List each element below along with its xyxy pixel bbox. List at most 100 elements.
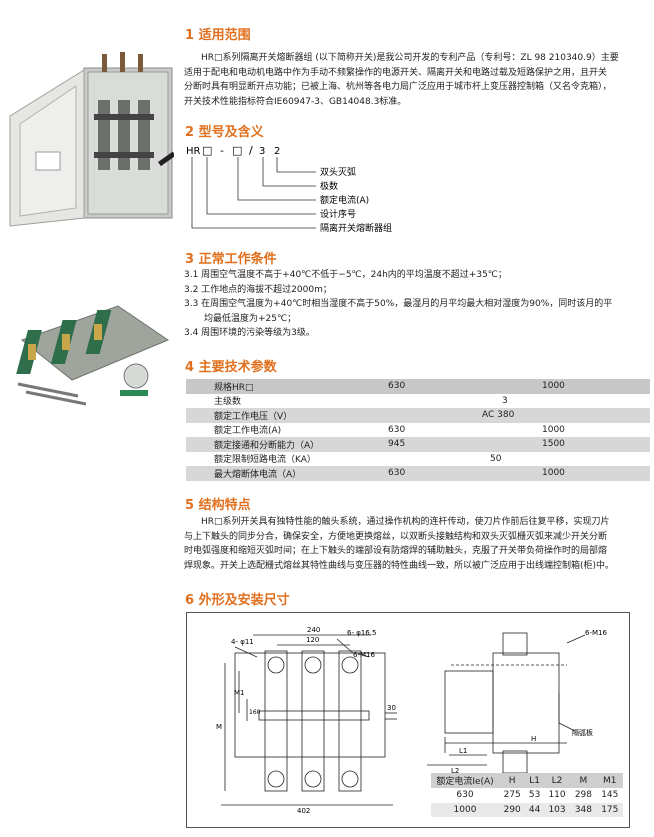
condition-item: 均最低温度为+25℃； (204, 313, 297, 324)
condition-item: 3.3 在周围空气温度为+40℃时相当湿度不高于50%，最湿月的月平均最大相对湿… (184, 299, 613, 309)
text-line: 焊现象。开关上选配栅式熔丝其特性曲线与变压器的特性曲线一致，所以被广泛应用于出线… (184, 560, 615, 571)
dimension-drawing-frame: 240 120 4- φ11 6- φ16.5 6-M16 6-M16 M1 M… (186, 612, 630, 828)
text-line: HR□系列隔离开关熔断器组 (以下简称开关)是我公司开发的专利产品（专利号：ZL… (201, 53, 619, 63)
dim-cell: 348 (570, 802, 597, 817)
dim-label: M (216, 723, 222, 731)
condition-item: 3.4 周围环境的污染等级为3级。 (184, 328, 315, 338)
section-6-title: 6 外形及安装尺寸 (185, 593, 290, 608)
spec-label: 额定限制短路电流（KA） (214, 455, 316, 466)
spec-label: 额定工作电压（V） (186, 408, 384, 423)
dim-header: L2 (543, 773, 571, 788)
text-line: 适用于配电和电动机电路中作为手动不频繁操作的电源开关、隔离开关和电路过载及短路保… (184, 67, 608, 78)
dim-label: 120 (306, 636, 319, 644)
code-part: 3 (259, 146, 265, 157)
spec-1000: 1000 (538, 379, 650, 394)
product-photo-cabinet (6, 40, 176, 228)
meaning-label: 极数 (320, 180, 338, 192)
spec-merged: AC 380 (384, 408, 650, 423)
text-line: 时电弧强度和缩短灭弧时间；在上下触头的端部设有防熔焊的辅助触头，克服了开关带负荷… (184, 546, 608, 556)
dim-label: M1 (234, 689, 245, 697)
spec-table: 规格HR□ 630 1000 主级数 3 额定工作电压（V） AC 380 额定… (186, 379, 650, 481)
dim-label: 4- φ11 (231, 638, 254, 646)
code-part: □ (202, 144, 212, 157)
dim-label: 160 (249, 709, 261, 716)
dim-cell: 290 (499, 802, 526, 817)
spec-merged: 50 (490, 453, 502, 464)
dim-cell: 275 (503, 790, 521, 801)
text-line: 与上下触头的同步分合，确保安全，方便地更换熔丝，以双断头接触结构和双头灭弧栅灭弧… (184, 531, 608, 542)
dim-label: 240 (307, 626, 320, 634)
code-part: □ (232, 144, 242, 157)
spec-row: 额定限制短路电流（KA） 50 (186, 452, 650, 467)
section-2-title: 2 型号及含义 (185, 125, 264, 140)
spec-merged: 3 (502, 395, 508, 406)
code-part: 2 (274, 146, 280, 157)
dim-table-row: 1000 290 44 103 348 175 (431, 802, 623, 817)
section-4-title: 4 主要技术参数 (185, 360, 277, 375)
code-part: - (220, 144, 224, 157)
spec-1000: 1500 (538, 437, 650, 452)
spec-630: 630 (384, 466, 538, 481)
dim-table-header: 额定电流Ie(A) H L1 L2 M M1 (431, 773, 623, 788)
spec-row: 额定接通和分断能力（A） 945 1500 (186, 437, 650, 452)
meaning-label: 额定电流(A) (320, 194, 369, 206)
dim-cell: 145 (601, 790, 619, 801)
spec-row: 额定工作电流(A) 630 1000 (186, 423, 650, 438)
dim-header: 额定电流Ie(A) (431, 773, 499, 788)
text-line: 开关技术性能指标符合IE60947-3、GB14048.3标准。 (184, 96, 407, 107)
dim-cell: 175 (596, 802, 623, 817)
section-1-body: HR□系列隔离开关熔断器组 (以下简称开关)是我公司开发的专利产品（专利号：ZL… (184, 51, 650, 109)
spec-label: 额定接通和分断能力（A） (186, 437, 384, 452)
section-5-body: HR□系列开关具有独特性能的触头系统，通过操作机构的连杆传动，使刀片作前后往复平… (184, 515, 650, 573)
spec-label: 规格HR□ (186, 379, 384, 394)
spec-label: 主级数 (214, 397, 242, 408)
dim-header: M (570, 773, 597, 788)
dimension-drawing: 240 120 4- φ11 6- φ16.5 6-M16 6-M16 M1 M… (216, 626, 607, 815)
dim-cell: 103 (543, 802, 571, 817)
dim-label: L1 (459, 747, 467, 755)
section-3-title: 3 正常工作条件 (185, 252, 277, 267)
code-part: HR (186, 146, 201, 157)
spec-630: 630 (388, 424, 406, 435)
dim-header: H (499, 773, 526, 788)
dim-label: 30 (387, 704, 396, 712)
product-photo-switch (8, 300, 178, 420)
spec-1000: 1000 (542, 424, 565, 435)
model-code-diagram: HR □ - □ / 3 2 双头灭弧 极数 额定电流(A) 设计序号 隔离开关… (186, 141, 446, 241)
meaning-label: 双头灭弧 (320, 166, 356, 178)
dim-cell: 53 (528, 790, 541, 801)
text-line: 分断时具有明显断开点功能；已被上海、杭州等各电力局广泛应用于城市杆上变压器控制箱… (184, 82, 612, 92)
spec-630: 945 (384, 437, 538, 452)
dim-cell: 630 (456, 790, 474, 801)
section-1-title: 1 适用范围 (185, 28, 251, 43)
condition-item: 3.2 工作地点的海拔不超过2000m； (184, 284, 332, 295)
dim-cell: 1000 (431, 802, 499, 817)
spec-row: 规格HR□ 630 1000 (186, 379, 650, 394)
spec-row: 主级数 3 (186, 394, 650, 409)
dim-label: 隔弧板 (572, 728, 593, 737)
dim-label: 402 (297, 807, 310, 815)
spec-row: 额定工作电压（V） AC 380 (186, 408, 650, 423)
dim-label: 6- φ16.5 (347, 629, 376, 637)
dim-table-row: 630 275 53 110 298 145 (431, 788, 623, 803)
code-part: / (249, 144, 253, 157)
text-line: HR□系列开关具有独特性能的触头系统，通过操作机构的连杆传动，使刀片作前后往复平… (201, 517, 610, 527)
section-5-title: 5 结构特点 (185, 498, 251, 513)
spec-label: 额定工作电流(A) (214, 426, 282, 437)
dim-header: L1 (525, 773, 544, 788)
meaning-label: 隔离开关熔断器组 (320, 222, 392, 234)
dimension-table: 额定电流Ie(A) H L1 L2 M M1 630 275 53 110 29… (431, 773, 623, 817)
spec-row: 最大熔断体电流（A） 630 1000 (186, 466, 650, 481)
section-3-body: 3.1 周围空气温度不高于+40℃不低于−5℃，24h内的平均温度不超过+35℃… (184, 268, 650, 341)
dim-cell: 298 (574, 790, 593, 801)
dim-cell: 44 (525, 802, 544, 817)
dim-label: 6-M16 (353, 651, 375, 659)
spec-1000: 1000 (538, 466, 650, 481)
spec-label: 最大熔断体电流（A） (186, 466, 384, 481)
condition-item: 3.1 周围空气温度不高于+40℃不低于−5℃，24h内的平均温度不超过+35℃… (184, 270, 507, 280)
dim-label: 6-M16 (585, 629, 607, 637)
dim-label: H (531, 735, 536, 743)
spec-630: 630 (384, 379, 538, 394)
dim-header: M1 (596, 773, 623, 788)
meaning-label: 设计序号 (320, 208, 356, 220)
